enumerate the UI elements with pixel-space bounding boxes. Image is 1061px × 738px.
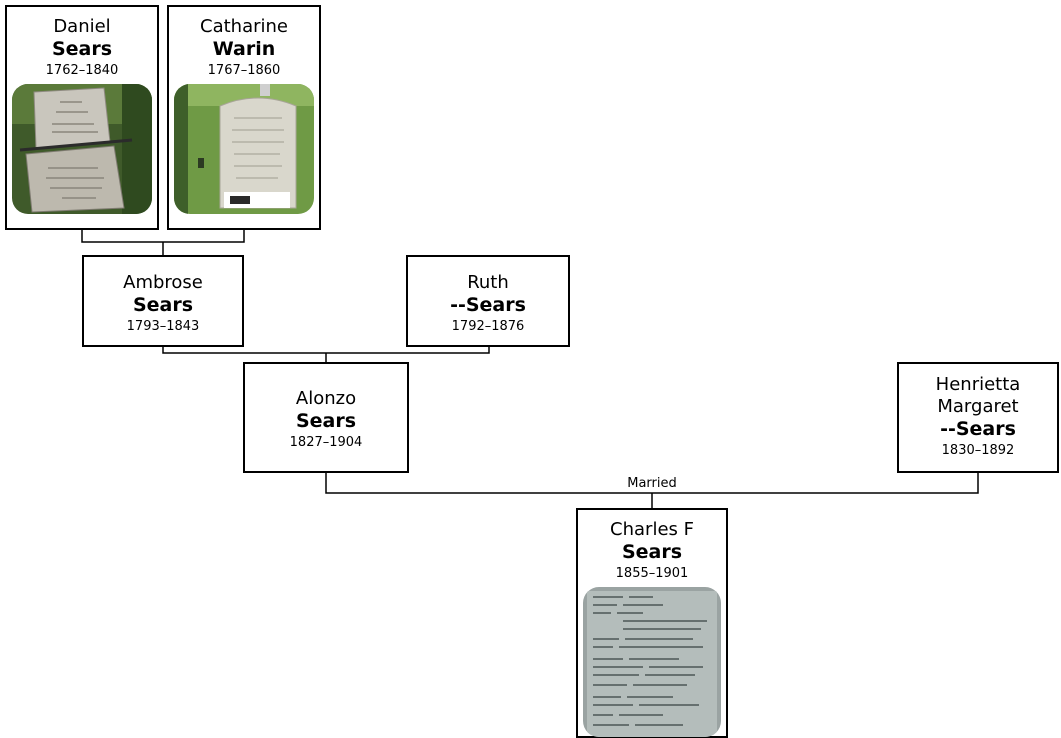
- life-years: 1792–1876: [451, 319, 525, 334]
- life-years: 1855–1901: [615, 566, 689, 581]
- given-name: Daniel: [53, 16, 111, 37]
- person-card-catharine-warin[interactable]: Catharine Warin 1767–1860: [167, 5, 321, 230]
- life-years: 1830–1892: [941, 443, 1015, 458]
- life-years: 1767–1860: [207, 63, 281, 78]
- person-card-daniel-sears[interactable]: Daniel Sears 1762–1840: [5, 5, 159, 230]
- surname: --Sears: [450, 294, 526, 316]
- given-name: Henrietta: [935, 374, 1021, 395]
- record-photo[interactable]: [583, 587, 721, 737]
- given-name: Ruth: [467, 272, 509, 293]
- surname: Warin: [212, 38, 276, 60]
- person-card-ruth-sears[interactable]: Ruth --Sears 1792–1876: [406, 255, 570, 347]
- person-card-henrietta-sears[interactable]: Henrietta Margaret --Sears 1830–1892: [897, 362, 1059, 473]
- life-years: 1827–1904: [289, 435, 363, 450]
- person-card-alonzo-sears[interactable]: Alonzo Sears 1827–1904: [243, 362, 409, 473]
- surname: Sears: [51, 38, 113, 60]
- connector-ambrose-ruth: [162, 346, 490, 354]
- surname: Sears: [295, 410, 357, 432]
- life-years: 1762–1840: [45, 63, 119, 78]
- surname: --Sears: [940, 418, 1016, 440]
- headstone-photo[interactable]: [12, 84, 152, 214]
- given-name: Catharine: [200, 16, 288, 37]
- married-label: Married: [627, 476, 677, 491]
- connector-daniel-catharine: [81, 229, 245, 243]
- headstone-photo[interactable]: [174, 84, 314, 214]
- life-years: 1793–1843: [126, 319, 200, 334]
- person-card-charles-sears[interactable]: Charles F Sears 1855–1901: [576, 508, 728, 738]
- given-name-2: Margaret: [937, 396, 1019, 417]
- given-name: Ambrose: [123, 272, 203, 293]
- person-card-ambrose-sears[interactable]: Ambrose Sears 1793–1843: [82, 255, 244, 347]
- surname: Sears: [621, 541, 683, 563]
- given-name: Alonzo: [295, 388, 357, 409]
- given-name: Charles F: [610, 519, 694, 540]
- surname: Sears: [132, 294, 194, 316]
